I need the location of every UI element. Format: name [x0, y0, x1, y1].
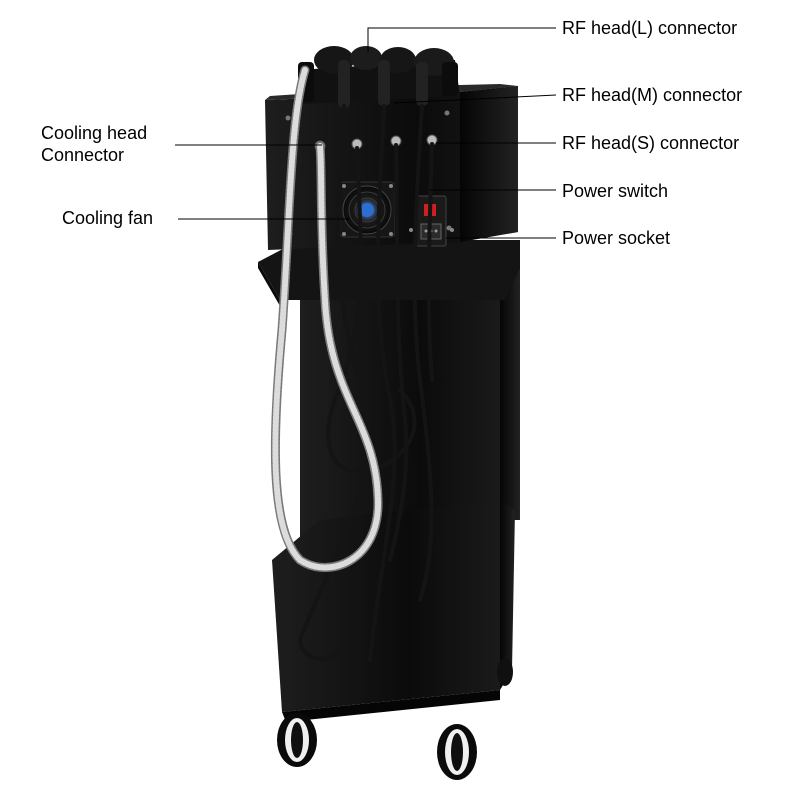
leader-rf-head-l — [367, 27, 556, 52]
label-rf-head-m-connector: RF head(M) connector — [562, 85, 743, 105]
label-power-socket: Power socket — [562, 228, 671, 248]
label-cooling-head-line1: Cooling head — [41, 123, 148, 143]
cooling-hose — [270, 65, 383, 572]
label-cooling-fan: Cooling fan — [62, 208, 154, 228]
leader-rf-head-m — [393, 94, 557, 104]
label-rf-head-l-connector: RF head(L) connector — [562, 18, 738, 38]
base-cabinet — [272, 500, 515, 722]
pedestal-column — [300, 252, 520, 540]
cooling-fan — [339, 181, 396, 238]
label-power-switch: Power switch — [562, 181, 669, 201]
leader-lines — [175, 27, 557, 239]
label-cooling-head-line2: Connector — [41, 145, 125, 165]
wheel-rear — [497, 658, 513, 686]
wheel-front-right — [437, 724, 477, 780]
wheel-front-left — [277, 713, 317, 767]
handpiece-holders — [298, 46, 460, 108]
tray-shelf — [258, 240, 520, 306]
label-rf-head-s-connector: RF head(S) connector — [562, 133, 740, 153]
label-cooling-head-connector: Cooling head Connector — [41, 122, 147, 166]
